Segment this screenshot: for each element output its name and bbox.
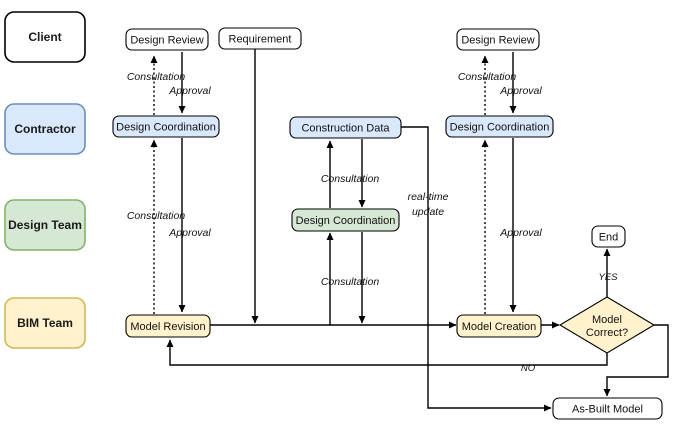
node-design-coordination-team: Design Coordination xyxy=(291,208,400,232)
label-yes: YES xyxy=(598,272,618,283)
node-design-coordination-2-label: Design Coordination xyxy=(450,122,550,134)
node-construction-data-label: Construction Data xyxy=(301,123,390,135)
node-design-coordination-2: Design Coordination xyxy=(445,115,554,138)
node-model-revision: Model Revision xyxy=(125,314,211,338)
node-as-built-model-label: As-Built Model xyxy=(572,404,643,416)
node-design-review-2: Design Review xyxy=(456,28,540,51)
lane-client: Client xyxy=(4,11,86,63)
node-construction-data: Construction Data xyxy=(289,116,402,139)
label-consultation-5: Consultation xyxy=(458,71,517,83)
label-consultation-3: Consultation xyxy=(321,173,380,185)
label-no: NO xyxy=(521,363,536,374)
edge-no xyxy=(166,339,608,366)
node-requirement-label: Requirement xyxy=(229,34,292,46)
label-realtime-line1: real-time xyxy=(408,191,449,203)
label-approval-4: Approval xyxy=(499,227,542,239)
label-approval-1: Approval xyxy=(168,85,211,97)
node-as-built-model: As-Built Model xyxy=(552,397,663,420)
edge-check-to-asbuilt xyxy=(603,324,669,397)
node-design-review-1-label: Design Review xyxy=(130,35,203,47)
lane-contractor: Contractor xyxy=(4,103,86,155)
node-design-review-1: Design Review xyxy=(125,28,209,51)
node-requirement: Requirement xyxy=(218,27,302,50)
node-end: End xyxy=(591,225,626,248)
connectors xyxy=(150,49,669,412)
node-model-revision-label: Model Revision xyxy=(130,321,205,333)
node-design-coordination-team-label: Design Coordination xyxy=(296,215,396,227)
lane-client-label: Client xyxy=(28,30,61,44)
lane-design-team: Design Team xyxy=(4,199,86,251)
label-realtime-line2: update xyxy=(412,206,444,218)
edge-labels: Consultation Approval Consultation Appro… xyxy=(127,71,618,374)
label-consultation-1: Consultation xyxy=(127,71,186,83)
label-consultation-2: Consultation xyxy=(127,210,186,222)
node-model-correct-line1: Model xyxy=(592,314,622,326)
lane-bim-team: BIM Team xyxy=(4,297,86,349)
node-design-coordination-1-label: Design Coordination xyxy=(116,122,216,134)
node-model-correct-decision: Model Correct? xyxy=(558,296,656,354)
node-design-review-2-label: Design Review xyxy=(461,35,534,47)
label-approval-3: Approval xyxy=(499,85,542,97)
lane-contractor-label: Contractor xyxy=(14,122,76,136)
label-approval-2: Approval xyxy=(168,227,211,239)
lane-design-team-label: Design Team xyxy=(8,218,82,232)
lane-bim-team-label: BIM Team xyxy=(17,316,73,330)
label-consultation-4: Consultation xyxy=(321,276,380,288)
edge-realtime-update xyxy=(401,126,552,412)
node-model-creation-label: Model Creation xyxy=(462,321,537,333)
node-end-label: End xyxy=(599,232,619,244)
node-model-creation: Model Creation xyxy=(456,314,542,338)
node-design-coordination-1: Design Coordination xyxy=(112,115,220,138)
node-model-correct-line2: Correct? xyxy=(586,327,628,339)
